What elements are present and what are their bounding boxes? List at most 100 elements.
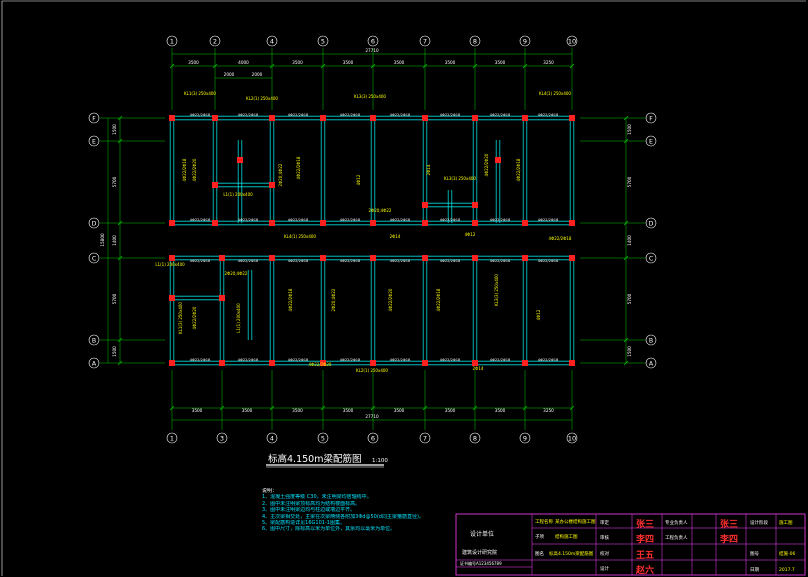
beam-span-tag: 4Φ22/2Φ18 — [490, 259, 511, 263]
dim-text-right-row: 5700 — [627, 176, 632, 187]
axis-number-bottom: 7 — [423, 435, 427, 443]
dim-text-bottom-span: 3250 — [543, 408, 554, 413]
axis-bubble-bottom — [317, 432, 329, 444]
axis-bubble-left — [88, 112, 100, 124]
beam-reinforcement-label: 2Φ20;4Φ22 — [278, 163, 283, 186]
column — [269, 360, 275, 366]
dim-tick — [117, 220, 123, 226]
dim-tick — [212, 63, 218, 69]
beam-span-tag: 4Φ22/2Φ18 — [390, 113, 411, 117]
beam-reinforcement-label: KL1(3) 250x400 — [178, 302, 183, 334]
beam-reinforcement-label: 4Φ12 — [465, 232, 476, 237]
dim-tick — [370, 63, 376, 69]
beam-span-tag: 4Φ22/2Φ18 — [490, 358, 511, 362]
drawing-scale-text: 1:100 — [372, 458, 388, 464]
column — [269, 255, 275, 261]
axis-letter-left: D — [92, 220, 97, 227]
beam-reinforcement-label: 4Φ22/2Φ18 — [182, 158, 187, 181]
date-label: 日期 — [750, 567, 759, 573]
beam-reinforcement-label: KL4(1) 250x400 — [539, 91, 571, 96]
dim-tick — [169, 63, 175, 69]
dim-text-bottom-span: 3500 — [343, 408, 354, 413]
dim-tick — [320, 405, 326, 411]
axis-letter-right: F — [649, 115, 653, 122]
dim-text-sub-span: 2000 — [252, 72, 263, 77]
notes-line-6: 6、图中尺寸，除标高以米为单位外，其余均以毫米为单位。 — [262, 526, 396, 533]
beam-reinforcement-label: 2Φ20;4Φ22 — [331, 288, 336, 311]
column — [219, 360, 225, 366]
axis-bubble-right — [645, 217, 657, 229]
beam-span-tag: 4Φ22/2Φ18 — [340, 113, 361, 117]
date-value: 2017.7 — [779, 567, 795, 573]
notes-line-4: 4、主次梁相交处，主梁在次梁两侧各附加3Φd@50(d同主梁箍筋直径)。 — [262, 513, 424, 520]
item-value: 结构施工图 — [555, 533, 578, 540]
beam-span-tag: 4Φ22/2Φ18 — [288, 218, 309, 222]
dim-text-bottom-span: 3500 — [242, 408, 253, 413]
axis-bubble-bottom — [566, 432, 578, 444]
dim-tick — [472, 63, 478, 69]
beam-span-tag: 4Φ22/2Φ18 — [490, 113, 511, 117]
axis-number-top: 7 — [423, 38, 427, 46]
dimension-lines — [107, 53, 629, 421]
signature-4: 张三 — [720, 518, 738, 530]
column — [169, 360, 175, 366]
beam-reinforcement-label: KL3(3) 250x400 — [444, 176, 476, 181]
beam-reinforcement-label: L1(1) 200x400 — [236, 303, 241, 333]
dim-text-bottom-span: 3500 — [495, 408, 506, 413]
beam-span-tag: 4Φ22/2Φ18 — [340, 358, 361, 362]
axis-number-top: 2 — [213, 38, 217, 46]
dim-tick — [623, 255, 629, 261]
column — [219, 295, 225, 301]
role-5: 工程负责人 — [665, 534, 688, 541]
item-label: 子项 — [535, 533, 544, 540]
dim-tick — [522, 63, 528, 69]
column — [269, 182, 275, 188]
beam-reinforcement-label: L1(1) 200x400 — [223, 192, 253, 197]
column — [237, 157, 243, 163]
beam-reinforcement-label: 4Φ22/2Φ18 — [288, 288, 293, 311]
column — [320, 220, 326, 226]
column — [472, 202, 478, 208]
column — [269, 115, 275, 121]
notes-heading: 说明： — [262, 488, 278, 494]
beam-reinforcement-label: 2Φ14 — [473, 366, 484, 371]
column — [212, 220, 218, 226]
beam-span-tag: 4Φ22/2Φ18 — [538, 113, 559, 117]
notes-line-2: 2、图中未注明梁顶标高均为结构楼面标高。 — [262, 500, 361, 507]
axis-bubble-top — [519, 35, 531, 47]
dim-text-left-row: 5700 — [112, 176, 117, 187]
beam-span-tag: 4Φ22/2Φ18 — [390, 358, 411, 362]
company-subtitle: 建筑设计研究院 — [462, 549, 497, 556]
beam-reinforcement-label: 4Φ22/2Φ18 — [296, 156, 301, 179]
axis-bubble-right — [645, 252, 657, 264]
beam-span-tag: 4Φ22/2Φ18 — [538, 358, 559, 362]
axis-number-bottom: 3 — [220, 435, 224, 443]
axis-number-bottom: 6 — [371, 435, 375, 443]
beam-reinforcement-label: 4Φ22/2Φ20 — [192, 306, 197, 329]
dim-tick — [422, 63, 428, 69]
title-block: 设计单位 建筑设计研究院 证书编号A123456789 工程名称 某办公楼结构施… — [455, 513, 806, 576]
beam-reinforcement-label: KL3(3) 250x400 — [494, 274, 499, 306]
signature-2: 王五 — [636, 550, 654, 561]
dim-tick — [422, 405, 428, 411]
dim-text-top-span: 3500 — [445, 60, 456, 65]
dim-tick — [623, 360, 629, 366]
axis-bubble-top — [566, 35, 578, 47]
dim-tick — [269, 63, 275, 69]
notes-line-3: 3、图中未注明梁边均与柱边或墙边平齐。 — [262, 507, 356, 514]
beam-reinforcement-label: 4Φ22/2Φ20 — [309, 362, 332, 367]
dim-text-right-row: 1500 — [627, 124, 632, 135]
column — [472, 360, 478, 366]
axis-bubble-bottom — [216, 432, 228, 444]
dim-text-left-row: 1400 — [112, 235, 117, 246]
stage-value: 施工图 — [779, 519, 793, 526]
stage-label: 设计阶段 — [750, 519, 768, 526]
sheet-value: 结施-06 — [779, 550, 795, 557]
axis-bubble-top — [469, 35, 481, 47]
dim-text-top-span: 3500 — [394, 60, 405, 65]
axis-number-top: 6 — [371, 38, 375, 46]
role-2: 校对 — [600, 550, 609, 557]
axis-bubble-bottom — [266, 432, 278, 444]
signature-3: 赵六 — [635, 564, 654, 576]
